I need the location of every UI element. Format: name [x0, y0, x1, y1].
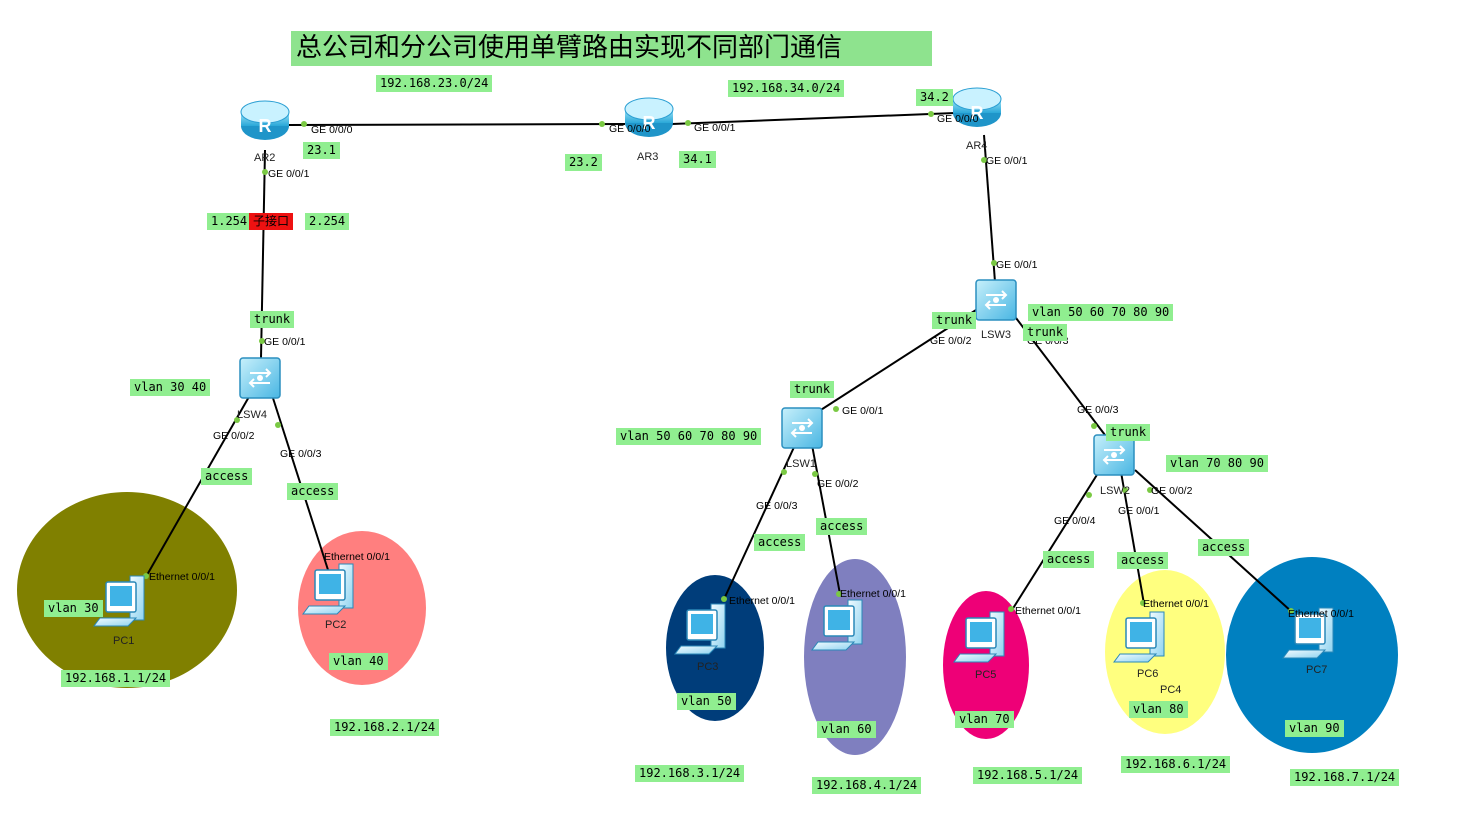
ar4-ip-g0: 34.2	[916, 89, 953, 106]
lsw1-vlans: vlan 50 60 70 80 90	[616, 428, 762, 445]
pc6-name: PC6	[1137, 668, 1159, 680]
lsw1-port-g2: GE 0/0/2	[817, 478, 859, 490]
lsw2-pc7-access: access	[1198, 539, 1250, 556]
pc1-ip: 192.168.1.1/24	[61, 670, 171, 687]
switch-lsw1-icon[interactable]	[781, 407, 823, 449]
lsw4-port-g1: GE 0/0/1	[264, 336, 306, 348]
links	[146, 112, 1293, 613]
lsw3-vlans: vlan 50 60 70 80 90	[1028, 304, 1174, 321]
vlan70-zone	[943, 591, 1029, 739]
pc5-name: PC5	[975, 669, 997, 681]
lsw2-port-g4: GE 0/0/4	[1054, 515, 1096, 527]
link-ar2-ar3	[287, 123, 626, 126]
pc4-ip: 192.168.4.1/24	[812, 777, 922, 794]
lsw1-name: LSW1	[786, 458, 816, 470]
pc5-ip: 192.168.5.1/24	[973, 767, 1083, 784]
ar3-name: AR3	[637, 151, 659, 163]
pc7-name: PC7	[1306, 664, 1328, 676]
ar2-subif-ip1: 1.254	[207, 213, 252, 230]
pc3-vlan: vlan 50	[677, 693, 736, 710]
lsw4-name: LSW4	[237, 409, 267, 421]
pc1-vlan: vlan 30	[44, 600, 103, 617]
network-34-label: 192.168.34.0/24	[728, 80, 845, 97]
ar3-ip-g0: 23.2	[565, 154, 602, 171]
ar3-ip-g1: 34.1	[679, 151, 716, 168]
pc7-ip: 192.168.7.1/24	[1290, 769, 1400, 786]
lsw4-pc2-access: access	[287, 483, 339, 500]
lsw2-trunk-label: trunk	[1106, 424, 1151, 441]
lsw1-port-g1: GE 0/0/1	[842, 405, 884, 417]
pc4-vlan: vlan 60	[817, 721, 876, 738]
lsw3-port-g1: GE 0/0/1	[996, 259, 1038, 271]
lsw2-vlans: vlan 70 80 90	[1166, 455, 1268, 472]
ar3-port-g1: GE 0/0/1	[694, 122, 736, 134]
lsw2-name: LSW2	[1100, 485, 1130, 497]
lsw3-port-g2: GE 0/0/2	[930, 335, 972, 347]
pc6-ip: 192.168.6.1/24	[1121, 756, 1231, 773]
lsw1-trunk-label: trunk	[790, 381, 835, 398]
link-lsw2-pc6	[1120, 471, 1145, 605]
pc1-port: Ethernet 0/0/1	[149, 571, 215, 583]
ar3-port-g0: GE 0/0/0	[609, 123, 651, 135]
ar4-name: AR4	[966, 140, 988, 152]
pc2-vlan: vlan 40	[329, 653, 388, 670]
lsw3-trunk-left: trunk	[932, 312, 977, 329]
lsw2-port-g1: GE 0/0/1	[1118, 505, 1160, 517]
pc5-port: Ethernet 0/0/1	[1015, 605, 1081, 617]
ar2-ip-g0: 23.1	[303, 142, 340, 159]
link-lsw1-pc3	[724, 444, 796, 598]
ar2-port-g0: GE 0/0/0	[311, 124, 353, 136]
lsw4-port-g3: GE 0/0/3	[280, 448, 322, 460]
lsw3-name: LSW3	[981, 329, 1011, 341]
pc4-port: Ethernet 0/0/1	[840, 588, 906, 600]
pc3-port: Ethernet 0/0/1	[729, 595, 795, 607]
lsw4-port-g2: GE 0/0/2	[213, 430, 255, 442]
pc2-port: Ethernet 0/0/1	[324, 551, 390, 563]
lsw1-pc3-access: access	[754, 534, 806, 551]
lsw2-port-g3: GE 0/0/3	[1077, 404, 1119, 416]
switch-lsw2-icon[interactable]	[1093, 434, 1135, 476]
pc1-name: PC1	[113, 635, 135, 647]
lsw2-port-g2: GE 0/0/2	[1151, 485, 1193, 497]
ar4-port-g1: GE 0/0/1	[986, 155, 1028, 167]
lsw1-pc4-access: access	[816, 518, 868, 535]
pc7-port: Ethernet 0/0/1	[1288, 608, 1354, 620]
pc6-port: Ethernet 0/0/1	[1143, 598, 1209, 610]
diagram-title: 总公司和分公司使用单臂路由实现不同部门通信	[291, 31, 932, 66]
ar4-port-g0: GE 0/0/0	[937, 113, 979, 125]
vlan80-zone	[1105, 570, 1225, 734]
switch-lsw4-icon[interactable]	[239, 357, 281, 399]
lsw4-trunk-label: trunk	[250, 311, 295, 328]
link-ar3-ar4	[671, 112, 956, 125]
pc3-name: PC3	[697, 661, 719, 673]
lsw4-pc1-access: access	[201, 468, 253, 485]
router-ar2-icon[interactable]	[240, 100, 290, 141]
pc5-vlan: vlan 70	[955, 711, 1014, 728]
lsw3-trunk-right: trunk	[1023, 324, 1068, 341]
ar2-subif-ip2: 2.254	[305, 213, 350, 230]
lsw1-port-g3: GE 0/0/3	[756, 500, 798, 512]
link-lsw2-pc5	[1011, 469, 1101, 611]
lsw2-pc6-access: access	[1117, 552, 1169, 569]
port-dots	[143, 111, 1294, 614]
pc6-vlan: vlan 80	[1129, 701, 1188, 718]
pc7-vlan: vlan 90	[1285, 720, 1344, 737]
pc2-ip: 192.168.2.1/24	[330, 719, 440, 736]
ar2-subif-label: 子接口	[249, 213, 294, 230]
pc2-name: PC2	[325, 619, 347, 631]
network-23-label: 192.168.23.0/24	[376, 75, 493, 92]
link-lsw4-pc1	[146, 394, 251, 576]
pc4-stray-label: PC4	[1160, 684, 1182, 696]
ar2-port-g1: GE 0/0/1	[268, 168, 310, 180]
ar2-name: AR2	[254, 152, 276, 164]
lsw2-pc5-access: access	[1043, 551, 1095, 568]
lsw4-vlans: vlan 30 40	[130, 379, 211, 396]
switch-lsw3-icon[interactable]	[975, 279, 1017, 321]
pc3-ip: 192.168.3.1/24	[635, 765, 745, 782]
